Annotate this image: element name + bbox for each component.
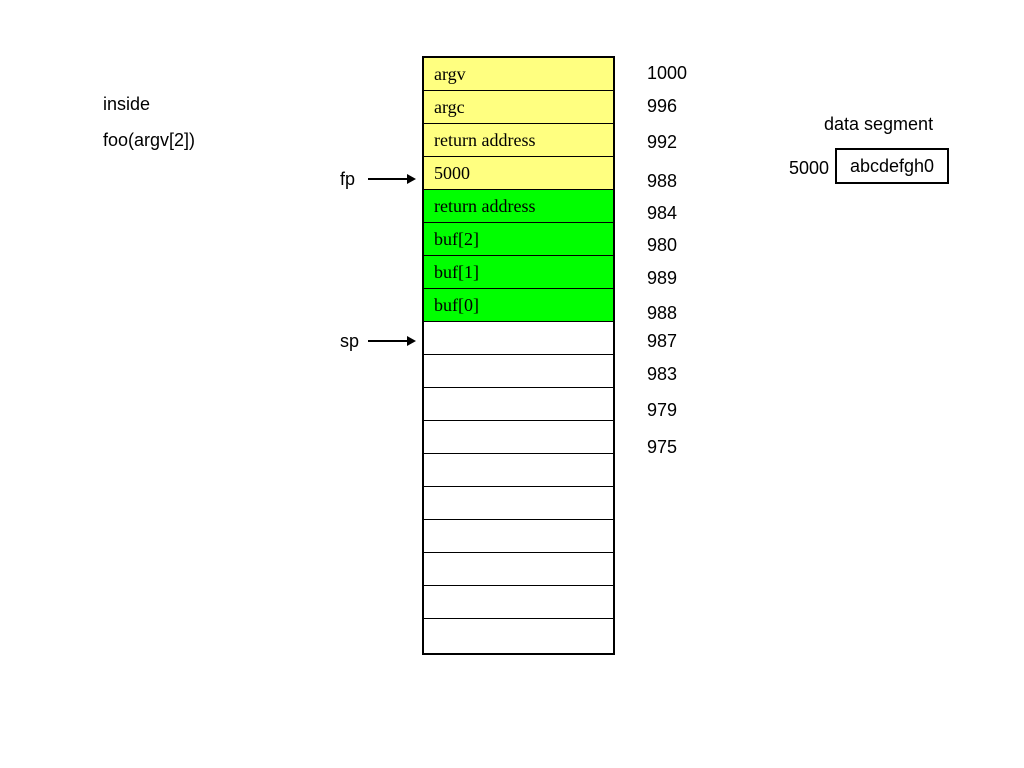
context-inside-label: inside <box>103 94 151 114</box>
stack-frame: argv argc return address 5000 return add… <box>422 56 615 655</box>
stack-cell-buf-0: buf[0] <box>424 289 613 322</box>
stack-cell-empty <box>424 388 613 421</box>
stack-cell-empty <box>424 487 613 520</box>
address-label: 987 <box>647 331 678 351</box>
address-label: 983 <box>647 364 678 384</box>
stack-cell-return-address-main: return address <box>424 124 613 157</box>
stack-cell-empty <box>424 520 613 553</box>
stack-cell-empty <box>424 619 613 653</box>
stack-cell-return-address-foo: return address <box>424 190 613 223</box>
stack-cell-empty <box>424 553 613 586</box>
stack-cell-buf-2: buf[2] <box>424 223 613 256</box>
stack-cell-empty <box>424 586 613 619</box>
stack-cell-empty <box>424 421 613 454</box>
sp-arrow <box>368 336 416 346</box>
address-label: 992 <box>647 132 678 152</box>
fp-label: fp <box>340 169 356 189</box>
address-label: 988 <box>647 303 678 323</box>
stack-cell-empty <box>424 355 613 388</box>
address-label: 988 <box>647 171 678 191</box>
fp-arrow <box>368 174 416 184</box>
data-segment-address: 5000 <box>789 158 830 178</box>
context-function-label: foo(argv[2]) <box>103 130 196 150</box>
stack-cell-argc: argc <box>424 91 613 124</box>
data-segment-title: data segment <box>824 114 934 134</box>
data-segment-value-box: abcdefgh0 <box>835 148 949 184</box>
stack-cell-argv: argv <box>424 58 613 91</box>
address-label: 979 <box>647 400 678 420</box>
stack-cell-saved-fp: 5000 <box>424 157 613 190</box>
address-label: 996 <box>647 96 678 116</box>
address-label: 989 <box>647 268 678 288</box>
address-label: 975 <box>647 437 678 457</box>
sp-label: sp <box>340 331 360 351</box>
stack-cell-empty <box>424 322 613 355</box>
address-label: 1000 <box>647 63 688 83</box>
stack-cell-buf-1: buf[1] <box>424 256 613 289</box>
address-label: 980 <box>647 235 678 255</box>
stack-cell-empty <box>424 454 613 487</box>
address-label: 984 <box>647 203 678 223</box>
